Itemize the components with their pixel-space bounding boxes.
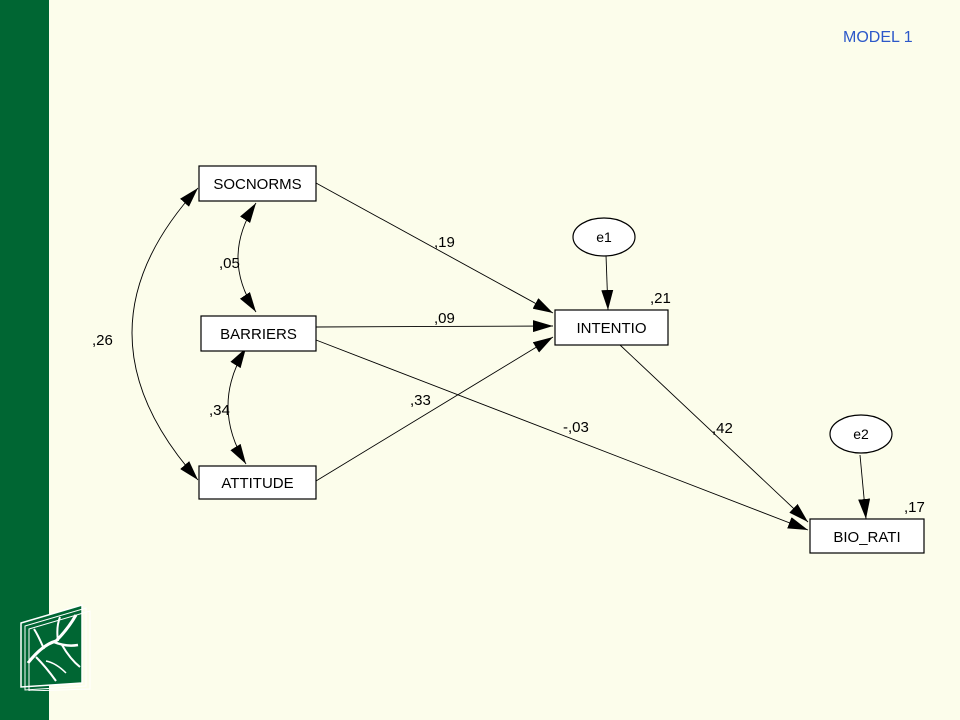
node-label-bio-rati: BIO_RATI: [833, 529, 900, 546]
path-e1-intentio: [601, 254, 614, 311]
path-barriers-bio-rati: [315, 339, 809, 531]
r-squared-bio-rati: ,17: [904, 499, 925, 516]
node-label-socnorms: SOCNORMS: [213, 176, 301, 193]
model-title: MODEL 1: [843, 29, 913, 46]
node-bio-rati: BIO_RATI: [809, 518, 925, 554]
node-label-attitude: ATTITUDE: [221, 475, 293, 492]
coef-barriers-bio-rati: -,03: [563, 419, 589, 436]
path-attitude-intentio: [315, 336, 554, 482]
coef-socnorms-intentio: ,19: [434, 234, 455, 251]
error-label-e1: e1: [596, 229, 612, 245]
coef-intentio-bio-rati: ,42: [712, 420, 733, 437]
error-term-e2: e2: [829, 414, 893, 454]
error-label-e2: e2: [853, 426, 869, 442]
coef-attitude-intentio: ,33: [410, 392, 431, 409]
node-socnorms: SOCNORMS: [198, 165, 317, 202]
node-label-barriers: BARRIERS: [220, 326, 297, 343]
path-barriers-intentio: [315, 320, 554, 333]
node-intentio: INTENTIO: [554, 309, 669, 346]
correlation-barriers-attitude: [227, 347, 247, 465]
error-term-e1: e1: [572, 217, 636, 257]
path-e2-bio-rati: [858, 454, 871, 520]
path-socnorms-intentio: [315, 182, 554, 314]
left-sidebar-band: [0, 0, 49, 720]
correlation-socnorms-barriers: [237, 202, 257, 313]
node-barriers: BARRIERS: [200, 315, 317, 352]
coef-corr-socnorms-attitude: ,26: [92, 332, 113, 349]
node-attitude: ATTITUDE: [198, 465, 317, 500]
path-intentio-bio-rati: [619, 344, 809, 523]
open-book-tree-icon: [20, 603, 91, 691]
coef-barriers-intentio: ,09: [434, 310, 455, 327]
node-label-intentio: INTENTIO: [577, 320, 647, 337]
coef-corr-barriers-attitude: ,34: [209, 402, 230, 419]
r-squared-intentio: ,21: [650, 290, 671, 307]
correlation-socnorms-attitude: [131, 187, 199, 481]
coef-corr-socnorms-barriers: ,05: [219, 255, 240, 272]
